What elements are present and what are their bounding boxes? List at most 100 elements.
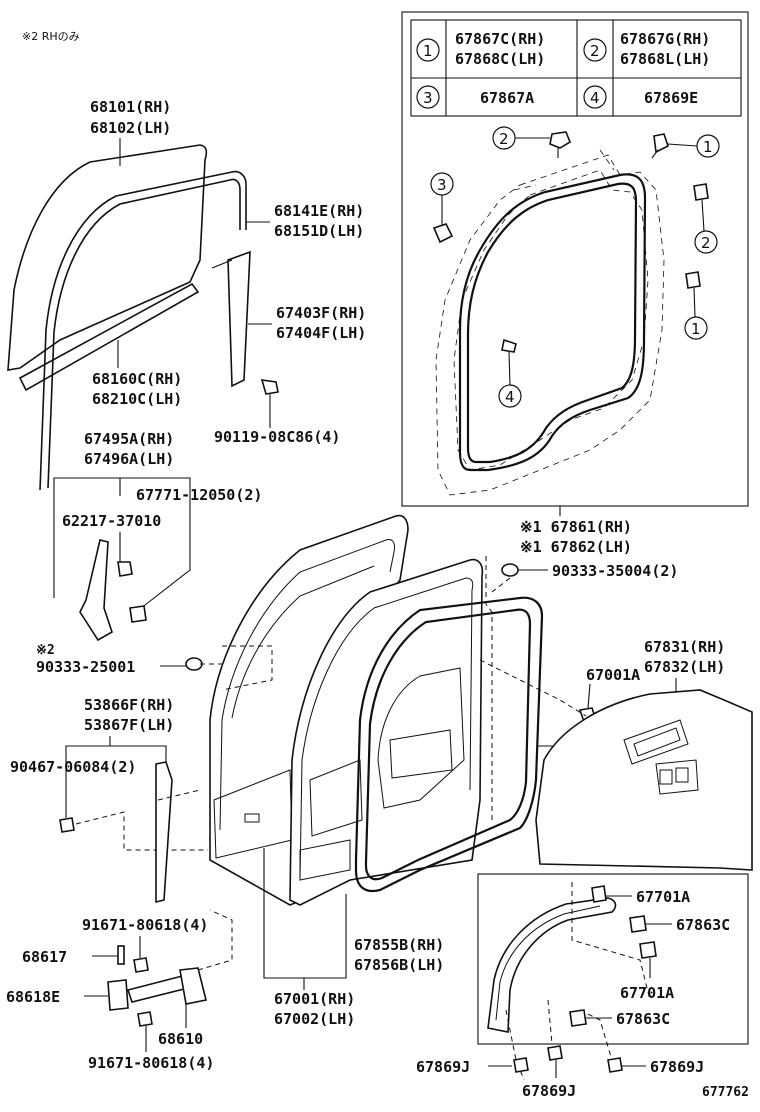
label-53867F: 53867F(LH) [84,716,174,734]
label-68102: 68102(LH) [90,119,171,137]
label-67404F: 67404F(LH) [276,324,366,342]
svg-text:2: 2 [701,234,711,252]
clip-icons: 2 1 2 1 3 4 [430,126,720,408]
clip-1-right-icon [685,271,701,289]
label-90333-35004: 90333-35004(2) [552,562,678,580]
clip-1-top-icon [653,133,669,154]
label-68141E: 68141E(RH) [274,202,364,220]
bolt-91671-bottom-icon [137,1011,153,1027]
svg-text:3: 3 [437,176,447,194]
label-68210C: 68210C(LH) [92,390,182,408]
legend-callout-2 [583,38,607,62]
glass-run-outer [39,170,247,491]
clip-4-icon [501,338,517,353]
label-67832: 67832(LH) [644,658,725,676]
door-check-drawing [126,909,233,1005]
clip-67701A-mid-icon [639,941,657,959]
clip-legend-table: 1 67867C(RH) 67868C(LH) 2 67867G(RH) 678… [410,19,742,117]
label-68617: 68617 [22,948,67,966]
clip-67701A-top-icon [591,885,607,903]
legend-cell1-lh: 67868C(LH) [455,50,545,68]
label-68610: 68610 [158,1030,203,1048]
label-67869J-bottom: 67869J [522,1082,576,1100]
label-62217: 62217-37010 [62,512,161,530]
label-90333-25001: 90333-25001 [36,658,135,676]
svg-text:2: 2 [499,130,509,148]
callout-2-right [694,230,718,254]
label-67701A-top: 67701A [636,888,690,906]
weatherstrip-detail-inset: 1 67867C(RH) 67868C(LH) 2 67867G(RH) 678… [401,11,749,507]
label-67001: 67001(RH) [274,990,355,1008]
callout-1-right [684,316,708,340]
hinge-stay-drawing [155,761,173,904]
label-68101: 68101(RH) [90,98,171,116]
cap-90333-25001-icon [185,657,203,671]
door-opening-weatherstrip-drawing [435,149,665,496]
label-67862: ※1 67862(LH) [520,538,632,556]
label-90467: 90467-06084(2) [10,758,136,776]
label-68618E: 68618E [6,988,60,1006]
label-67869J-left: 67869J [416,1058,470,1076]
label-67855B: 67855B(RH) [354,936,444,954]
door-glass-drawing [7,144,208,371]
label-68160C: 68160C(RH) [92,370,182,388]
clip-3-icon [432,223,454,244]
label-67861: ※1 67861(RH) [520,518,632,536]
label-67856B: 67856B(LH) [354,956,444,974]
svg-text:1: 1 [691,320,701,338]
legend-cell3: 67867A [480,89,534,107]
door-glass-assembly [7,144,279,491]
clip-67869J-bottom-icon [547,1045,563,1061]
svg-text:4: 4 [590,89,600,107]
opening-trim-inset [477,873,749,1081]
legend-callout-4 [583,85,607,109]
inset-frame [401,11,749,507]
svg-text:1: 1 [703,138,713,156]
division-bar-drawing [79,539,147,642]
opening-trim-drawing [487,897,617,1033]
label-67771: 67771-12050(2) [136,486,262,504]
label-91671-top: 91671-80618(4) [82,916,208,934]
pin-68617-icon [117,945,125,965]
mark-rh-only-2: ※2 [36,643,55,658]
rear-run-channel-drawing [227,250,251,388]
label-53866F: 53866F(RH) [84,696,174,714]
label-67002: 67002(LH) [274,1010,355,1028]
diagram-id: 677762 [702,1085,749,1100]
bolt-62217-icon [117,561,133,577]
glass-run-inner [47,178,241,489]
label-67701A-mid: 67701A [620,984,674,1002]
clip-67863C-top-icon [629,915,647,933]
front-door-panel-drawing [200,514,587,906]
clip-67863C-bottom-icon [569,1009,587,1027]
label-67863C-bottom: 67863C [616,1010,670,1028]
rh-only-note: ※2 RHのみ [22,30,80,43]
bolt-91671-top-icon [133,957,149,973]
label-67001A-right: 67001A [586,666,640,684]
hinge-68618E-drawing [107,979,129,1011]
svg-text:1: 1 [423,42,433,60]
clip-90467-icon [59,817,75,833]
label-68151D: 68151D(LH) [274,222,364,240]
cap-90333-35004-icon [501,563,519,577]
label-67863C-top: 67863C [676,916,730,934]
belt-molding-drawing [18,282,200,392]
label-67869J-right: 67869J [650,1058,704,1076]
legend-cell4: 67869E [644,89,698,107]
svg-text:2: 2 [590,42,600,60]
door-trim-panel-drawing [535,689,753,871]
legend-cell2-rh: 67867G(RH) [620,30,710,48]
bolt-67771-icon [129,605,147,623]
label-67831: 67831(RH) [644,638,725,656]
legend-callout-3 [416,85,440,109]
label-67496A: 67496A(LH) [84,450,174,468]
clip-67869J-right-icon [607,1057,623,1073]
clip-67869J-left-icon [513,1057,529,1073]
legend-cell2-lh: 67868L(LH) [620,50,710,68]
svg-text:3: 3 [423,89,433,107]
clip-2-top-icon [549,131,571,149]
bolt-90119-icon [260,379,279,395]
label-67495A: 67495A(RH) [84,430,174,448]
label-67403F: 67403F(RH) [276,304,366,322]
